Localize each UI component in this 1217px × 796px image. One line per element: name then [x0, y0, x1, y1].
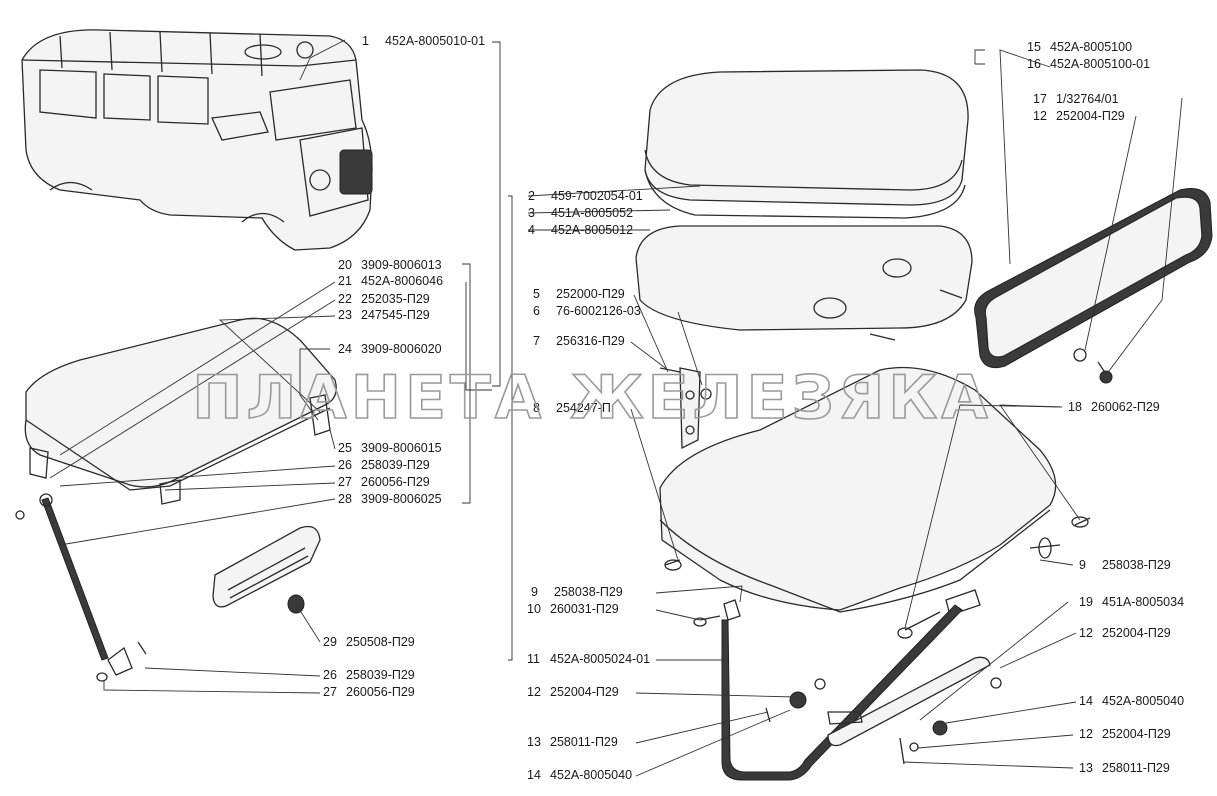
callout-part-code: 3909-8006015	[361, 441, 442, 455]
callout-number: 4	[528, 223, 535, 237]
grouping-brackets	[462, 41, 985, 661]
callout-part-code: 252004-П29	[1102, 626, 1171, 640]
callout-part-code: 252004-П29	[550, 685, 619, 699]
callout-number: 22	[338, 292, 352, 306]
callout-number: 11	[527, 652, 540, 666]
seat-cushion-assembly	[635, 69, 973, 341]
callout-number: 15	[1027, 40, 1041, 54]
callout-number: 23	[338, 308, 352, 322]
callout-number: 27	[323, 685, 337, 699]
watermark-text: ПЛАНЕТА ЖЕЛЕЗЯКА	[192, 363, 992, 433]
callout-part-code: 76-6002126-03	[556, 304, 641, 318]
callout-part-code: 258038-П29	[1102, 558, 1171, 572]
callout-part-code: 452А-8005100-01	[1050, 57, 1150, 71]
callout-number: 26	[338, 458, 352, 472]
callout-number: 21	[338, 274, 352, 288]
callout-number: 14	[527, 768, 541, 782]
callout-number: 9	[1079, 558, 1086, 572]
callout-number: 12	[527, 685, 541, 699]
callout-part-code: 459-7002054-01	[551, 189, 643, 203]
callout-part-code: 247545-П29	[361, 308, 430, 322]
callout-part-code: 3909-8006025	[361, 492, 442, 506]
callout-number: 12	[1033, 109, 1047, 123]
callout-part-code: 451А-8005052	[551, 206, 633, 220]
callout-part-code: 3909-8006020	[361, 342, 442, 356]
callout-part-code: 3909-8006013	[361, 258, 442, 272]
callout-number: 6	[533, 304, 540, 318]
callout-part-code: 452А-8005040	[1102, 694, 1184, 708]
leader-lines	[49, 39, 1183, 777]
callout-part-code: 452А-8005100	[1050, 40, 1132, 54]
callout-number: 19	[1079, 595, 1093, 609]
callout-number: 20	[338, 258, 352, 272]
callout-number: 3	[528, 206, 535, 220]
callout-number: 24	[338, 342, 352, 356]
support-tube	[693, 599, 1002, 781]
callout-part-code: 252004-П29	[1056, 109, 1125, 123]
callout-number: 9	[531, 585, 538, 599]
callout-number: 12	[1079, 626, 1093, 640]
mirror-panel	[974, 188, 1213, 384]
callout-part-code: 451А-8005034	[1102, 595, 1184, 609]
bracket-with-bushing	[212, 525, 321, 614]
callout-number: 16	[1027, 57, 1041, 71]
callout-number: 2	[528, 189, 535, 203]
callout-number: 18	[1068, 400, 1082, 414]
callout-part-code: 452А-8005010-01	[385, 34, 485, 48]
callout-part-code: 252004-П29	[1102, 727, 1171, 741]
callout-number: 14	[1079, 694, 1093, 708]
callout-part-code: 452А-8005040	[550, 768, 632, 782]
callout-part-code: 260056-П29	[361, 475, 430, 489]
vehicle-illustration	[21, 29, 373, 251]
callout-part-code: 260056-П29	[346, 685, 415, 699]
callout-part-code: 260031-П29	[550, 602, 619, 616]
callout-number: 26	[323, 668, 337, 682]
callout-part-code: 452А-8005012	[551, 223, 633, 237]
callout-part-code: 254247-П	[556, 401, 611, 415]
callout-part-code: 258038-П29	[554, 585, 623, 599]
callout-part-code: 260062-П29	[1091, 400, 1160, 414]
callout-part-code: 258039-П29	[346, 668, 415, 682]
callout-number: 12	[1079, 727, 1093, 741]
callout-part-code: 252000-П29	[556, 287, 625, 301]
callout-number: 13	[527, 735, 541, 749]
callout-part-code: 452А-8005024-01	[550, 652, 650, 666]
callout-part-code: 258011-П29	[1102, 761, 1170, 775]
callout-part-code: 250508-П29	[346, 635, 415, 649]
callout-number: 5	[533, 287, 540, 301]
callout-number: 10	[527, 602, 541, 616]
callout-part-code: 252035-П29	[361, 292, 430, 306]
callout-number: 28	[338, 492, 352, 506]
callout-number: 29	[323, 635, 337, 649]
callout-number: 8	[533, 401, 540, 415]
callout-part-code: 258039-П29	[361, 458, 430, 472]
callout-number: 17	[1033, 92, 1047, 106]
callout-part-code: 258011-П29	[550, 735, 618, 749]
callout-labels: 1 452А-8005010-01 2 459-7002054-01 3 451А-800…	[323, 34, 1184, 782]
callout-number: 27	[338, 475, 352, 489]
callout-number: 13	[1079, 761, 1093, 775]
hinge-bracket	[659, 367, 712, 450]
callout-number: 7	[533, 334, 540, 348]
callout-number: 25	[338, 441, 352, 455]
callout-number: 1	[362, 34, 369, 48]
callout-part-code: 1/32764/01	[1056, 92, 1119, 106]
callout-part-code: 452А-8006046	[361, 274, 443, 288]
callout-part-code: 256316-П29	[556, 334, 625, 348]
